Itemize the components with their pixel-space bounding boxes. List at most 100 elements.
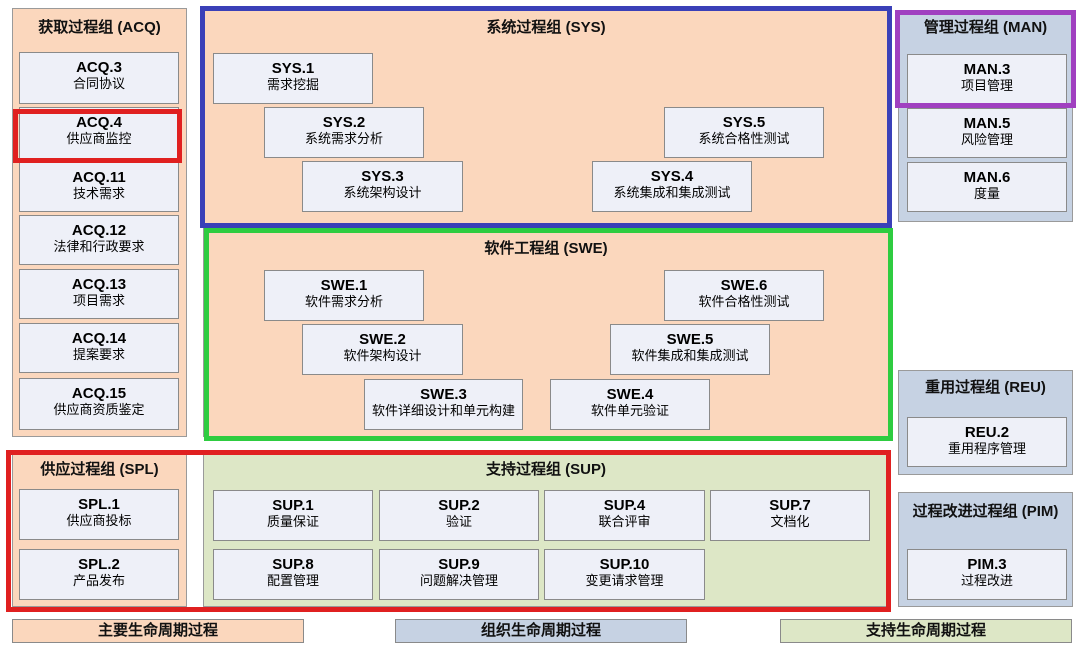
process-name: 变更请求管理 xyxy=(585,573,664,588)
process-name: 软件集成和集成测试 xyxy=(631,348,749,363)
pim-group-title: 过程改进过程组 (PIM) xyxy=(912,503,1059,520)
process-name: 软件合格性测试 xyxy=(698,294,790,309)
process-name: 合同协议 xyxy=(72,76,125,91)
process-name: 系统需求分析 xyxy=(304,131,383,146)
process-code: SPL.2 xyxy=(78,556,120,573)
process-code: ACQ.3 xyxy=(76,59,122,76)
process-code: MAN.3 xyxy=(963,61,1011,78)
sys-group-title: 系统过程组 (SYS) xyxy=(486,19,606,36)
process-name: 项目需求 xyxy=(72,293,125,308)
process-name: 度量 xyxy=(973,186,1000,201)
process-code: SYS.5 xyxy=(722,114,766,131)
process-code: ACQ.11 xyxy=(72,169,126,186)
process-code: ACQ.4 xyxy=(76,114,122,131)
process-code: ACQ.12 xyxy=(71,222,127,239)
sys-highlight-frame xyxy=(200,6,892,228)
process-name: 文档化 xyxy=(770,514,810,529)
process-name: 系统合格性测试 xyxy=(698,131,790,146)
process-name: 软件架构设计 xyxy=(343,348,422,363)
process-name: 联合评审 xyxy=(598,514,651,529)
process-code: SWE.2 xyxy=(359,331,406,348)
process-name: 供应商监控 xyxy=(66,131,132,146)
supply-support-highlight-frame xyxy=(6,450,891,612)
process-name: 风险管理 xyxy=(960,132,1013,147)
spl-group-title: 供应过程组 (SPL) xyxy=(40,461,159,478)
process-code: REU.2 xyxy=(964,424,1010,441)
process-code: SYS.1 xyxy=(271,60,315,77)
legend-primary: 主要生命周期过程 xyxy=(12,619,304,643)
process-name: 配置管理 xyxy=(266,573,319,588)
legend-organizational: 组织生命周期过程 xyxy=(395,619,687,643)
swe-highlight-frame xyxy=(204,228,893,441)
sup-group-title: 支持过程组 (SUP) xyxy=(485,461,606,478)
process-code: SUP.7 xyxy=(769,497,811,514)
process-name: 技术需求 xyxy=(72,186,125,201)
process-code: SUP.4 xyxy=(603,497,646,514)
process-code: SWE.4 xyxy=(606,386,654,403)
process-code: MAN.5 xyxy=(963,115,1011,132)
process-name: 项目管理 xyxy=(960,78,1013,93)
process-name: 系统集成和集成测试 xyxy=(613,185,731,200)
process-code: SPL.1 xyxy=(78,496,120,513)
process-code: SUP.1 xyxy=(272,497,314,514)
process-code: SYS.3 xyxy=(361,168,404,185)
reu-group-title: 重用过程组 (REU) xyxy=(925,379,1046,396)
process-name: 供应商投标 xyxy=(66,513,132,528)
legend-supporting: 支持生命周期过程 xyxy=(780,619,1072,643)
process-name: 问题解决管理 xyxy=(419,573,498,588)
process-name: 产品发布 xyxy=(72,573,125,588)
process-code: SUP.10 xyxy=(599,556,650,573)
acq4-highlight-frame xyxy=(13,109,182,163)
man3-highlight-frame xyxy=(895,10,1076,108)
process-code: SWE.1 xyxy=(320,277,368,294)
process-code: SUP.2 xyxy=(438,497,480,514)
process-name: 软件单元验证 xyxy=(590,403,669,418)
process-name: 过程改进 xyxy=(960,573,1013,588)
process-name: 需求挖掘 xyxy=(266,77,319,92)
process-code: SWE.3 xyxy=(420,386,467,403)
process-name: 质量保证 xyxy=(266,514,319,529)
process-code: PIM.3 xyxy=(967,556,1007,573)
process-code: MAN.6 xyxy=(963,169,1011,186)
acq-group-title: 获取过程组 (ACQ) xyxy=(38,19,161,36)
process-code: SWE.6 xyxy=(720,277,768,294)
process-code: ACQ.14 xyxy=(71,330,127,347)
process-name: 验证 xyxy=(445,514,472,529)
process-code: SYS.4 xyxy=(650,168,694,185)
process-name: 供应商资质鉴定 xyxy=(53,402,145,417)
process-code: SUP.8 xyxy=(272,556,314,573)
process-code: ACQ.13 xyxy=(71,276,127,293)
